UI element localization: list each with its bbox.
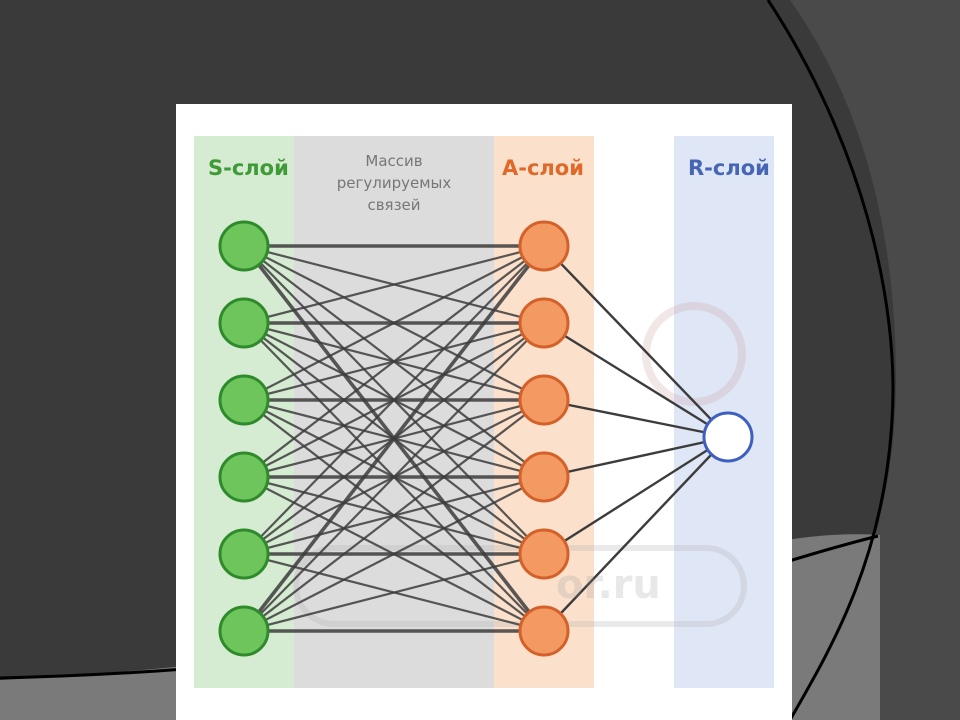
connection-a1-r1 [543,245,729,438]
links-title: Массив регулируемых связей [296,150,492,216]
connection-a3-r1 [543,398,729,439]
slide-corner-panel [790,0,960,720]
s-layer-title: S-слой [208,156,289,180]
a-node-3 [518,374,570,426]
slide-arc-curve [766,0,895,720]
connection-s4-a1 [243,245,545,478]
r-node-1 [702,411,754,463]
links-title-line-2: регулируемых [336,174,452,192]
s-node-2 [218,297,270,349]
s-node-5 [218,528,270,580]
connection-a6-r1 [543,436,729,632]
connection-s6-a3 [243,399,545,632]
s-node-4 [218,451,270,503]
a-layer-nodes [518,220,570,657]
links-band [294,136,494,688]
a-node-6 [518,605,570,657]
connection-s5-a1 [243,245,545,555]
s-node-6 [218,605,270,657]
connection-s6-a1 [242,244,546,633]
connection-a2-r1 [543,321,729,439]
perceptron-diagram [194,136,774,688]
connection-s3-a1 [243,245,545,401]
a-layer-title: А-слой [502,156,584,180]
s-layer-nodes [218,220,270,657]
connection-s6-a4 [243,476,545,632]
a-node-2 [518,297,570,349]
a-to-r-connections [543,245,729,632]
links-title-line-3: связей [367,196,421,214]
s-to-a-connections [242,244,546,633]
s-node-3 [218,374,270,426]
r-layer-title: R-слой [688,156,770,180]
neural-diagram-panel: S-слой Массив регулируемых связей А-слой… [176,104,792,720]
connection-s6-a5 [243,552,545,633]
connection-s6-a2 [243,322,545,632]
connection-a5-r1 [543,435,729,556]
r-layer-nodes [702,411,754,463]
connection-s2-a1 [243,244,545,325]
a-node-5 [518,528,570,580]
connection-a4-r1 [543,435,729,479]
a-node-1 [518,220,570,272]
watermark-text: or.ru [556,562,661,608]
s-node-1 [218,220,270,272]
a-node-4 [518,451,570,503]
links-title-line-1: Массив [365,152,423,170]
